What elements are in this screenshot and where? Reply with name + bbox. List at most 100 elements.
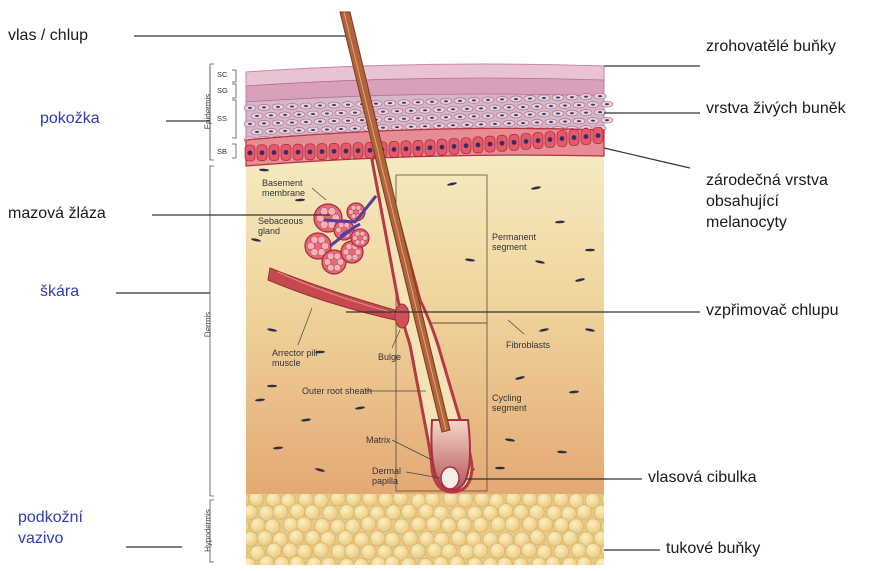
fat-cell xyxy=(459,544,474,559)
label-fat-cells: tukové buňky xyxy=(666,540,760,558)
fat-cell xyxy=(361,544,376,559)
fat-cell xyxy=(451,531,466,546)
label-dermis: škára xyxy=(40,283,79,301)
fig-label-papilla-1: Dermal xyxy=(372,466,401,476)
label-dead-cells: zrohovatělé buňky xyxy=(706,38,836,56)
fig-label-bulge: Bulge xyxy=(378,352,401,362)
fat-cell xyxy=(457,518,472,533)
fat-cell xyxy=(594,505,609,520)
fat-cell xyxy=(323,505,338,520)
fig-label-permanent-1: Permanent xyxy=(492,232,536,242)
label-bulb: vlasová cibulka xyxy=(648,469,757,487)
fig-label-sg: SG xyxy=(217,86,228,95)
fig-label-sebaceous-1: Sebaceous xyxy=(258,216,303,226)
fig-label-dermis: Dermis xyxy=(204,295,213,355)
fat-cell xyxy=(554,518,569,533)
fig-label-permanent: Permanent segment xyxy=(492,232,536,252)
fat-cell xyxy=(290,504,305,519)
fig-label-hypodermis: Hypodermis xyxy=(204,491,213,571)
label-germinal-line2: obsahující xyxy=(706,191,828,212)
fat-cell xyxy=(339,504,354,519)
fat-cell xyxy=(530,530,545,545)
fat-cell xyxy=(313,543,328,558)
fat-cell xyxy=(521,543,536,558)
fat-cell xyxy=(378,492,393,507)
layer-brackets xyxy=(210,64,236,562)
fig-label-outer-root: Outer root sheath xyxy=(302,386,372,396)
fat-cell xyxy=(490,543,505,558)
fig-label-matrix: Matrix xyxy=(366,435,391,445)
fat-cell xyxy=(427,543,442,558)
fat-cell xyxy=(410,544,425,559)
fat-cell xyxy=(586,543,601,558)
label-living-cells: vrstva živých buněk xyxy=(706,100,846,118)
fig-label-cycling-2: segment xyxy=(492,403,527,413)
fat-layer xyxy=(233,491,626,565)
fat-cell xyxy=(426,517,441,532)
label-germinal-layer: zárodečná vrstva obsahující melanocyty xyxy=(706,170,828,233)
fat-cell xyxy=(297,517,312,532)
fat-cell xyxy=(473,517,488,532)
fat-cell xyxy=(602,491,617,506)
fat-cell xyxy=(473,543,488,558)
fat-cell xyxy=(243,531,258,546)
fat-cell xyxy=(377,517,392,532)
fig-label-cycling-1: Cycling xyxy=(492,393,527,403)
fat-cell xyxy=(283,543,298,558)
fat-cell xyxy=(506,544,521,559)
dermal-papilla xyxy=(441,467,459,489)
label-epidermis: pokožka xyxy=(40,110,100,128)
fat-cell xyxy=(338,531,353,546)
fig-label-epidermis: Epidermis xyxy=(204,82,213,142)
fig-label-ss: SS xyxy=(217,114,227,123)
label-germinal-line3: melanocyty xyxy=(706,212,828,233)
fat-cell xyxy=(370,531,385,546)
fat-cell xyxy=(411,517,426,532)
fat-cell xyxy=(610,557,625,565)
fig-label-sebaceous: Sebaceous gland xyxy=(258,216,303,236)
fig-label-basement-2: membrane xyxy=(262,188,305,198)
label-germinal-line1: zárodečná vrstva xyxy=(706,170,828,191)
fat-cell xyxy=(273,504,288,519)
label-hypodermis-line2: vazivo xyxy=(18,528,83,549)
fat-cell xyxy=(233,544,248,559)
fat-cell xyxy=(234,492,249,507)
label-hair: vlas / chlup xyxy=(8,27,88,45)
fat-cell xyxy=(289,530,304,545)
fat-cell xyxy=(361,517,376,532)
fig-label-sb: SB xyxy=(217,147,227,156)
fig-label-sebaceous-2: gland xyxy=(258,226,303,236)
fat-cell xyxy=(331,544,346,559)
fig-label-arrector-pili: Arrector pili muscle xyxy=(272,348,318,368)
fat-cell xyxy=(242,505,257,520)
fig-label-arrector-1: Arrector pili xyxy=(272,348,318,358)
fig-label-arrector-2: muscle xyxy=(272,358,318,368)
fig-label-basement-1: Basement xyxy=(262,178,305,188)
fat-cell xyxy=(491,517,506,532)
label-arrector: vzpřimovač chlupu xyxy=(706,302,839,320)
fat-cell xyxy=(522,517,537,532)
fat-cell xyxy=(538,517,553,532)
fig-label-permanent-2: segment xyxy=(492,242,536,252)
fat-cell xyxy=(571,543,586,558)
fat-cell xyxy=(401,504,416,519)
fig-label-fibroblasts: Fibroblasts xyxy=(506,340,550,350)
fat-cell xyxy=(441,518,456,533)
fat-cell xyxy=(259,505,274,520)
label-hypodermis-line1: podkožní xyxy=(18,507,83,528)
fat-cell xyxy=(609,506,624,521)
fat-cell xyxy=(505,517,520,532)
fat-cell xyxy=(577,505,592,520)
fig-label-cycling: Cycling segment xyxy=(492,393,527,413)
fat-cell xyxy=(611,532,626,547)
fig-label-basement: Basement membrane xyxy=(262,178,305,198)
fat-cell xyxy=(458,492,473,507)
fat-cell xyxy=(257,531,272,546)
label-hypodermis: podkožní vazivo xyxy=(18,507,83,549)
fat-cell xyxy=(345,544,360,559)
fig-label-papilla-2: papilla xyxy=(372,476,401,486)
label-sebaceous-gland: mazová žláza xyxy=(8,205,106,223)
fig-label-sc: SC xyxy=(217,70,227,79)
